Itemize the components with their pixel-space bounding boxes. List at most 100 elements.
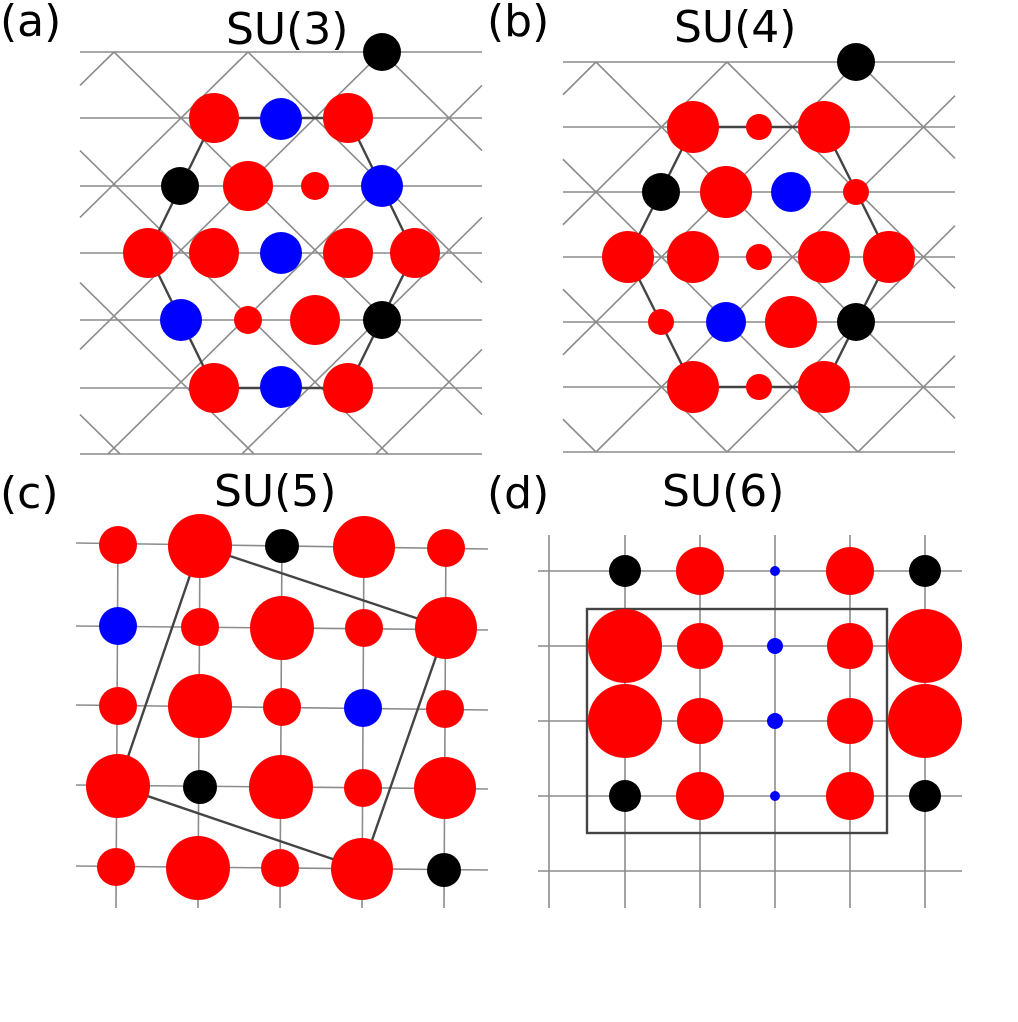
red-site-marker [86, 754, 150, 818]
unit-cell-rectangle [585, 607, 889, 835]
red-site-marker [677, 623, 723, 669]
red-site-marker [843, 179, 869, 205]
red-site-marker [415, 597, 477, 659]
red-site-marker [888, 609, 962, 683]
blue-site-marker [770, 566, 780, 576]
panel-c: (c) SU(5) [0, 466, 489, 909]
grid-line [107, 84, 483, 455]
red-site-marker [676, 547, 724, 595]
grid-line [562, 61, 597, 96]
red-site-marker [667, 231, 719, 283]
grid-line [562, 288, 728, 453]
triangular-grid [562, 61, 956, 453]
red-site-marker [798, 361, 850, 413]
red-site-marker [588, 609, 662, 683]
blue-site-marker [767, 638, 783, 654]
red-site-marker [746, 244, 772, 270]
grid-line [79, 51, 249, 219]
panel-tag: (a) [0, 0, 61, 47]
site-markers [602, 43, 915, 413]
red-site-marker [588, 684, 662, 758]
blue-site-marker [361, 165, 403, 207]
site-markers [86, 514, 477, 900]
red-site-marker [97, 848, 135, 886]
grid-line [857, 355, 956, 453]
blue-site-marker [706, 302, 746, 342]
black-site-marker [837, 43, 875, 81]
red-site-marker [798, 101, 850, 153]
blue-site-marker [767, 713, 783, 729]
blue-site-marker [344, 689, 382, 727]
red-site-marker [648, 309, 674, 335]
panel-tag: (d) [487, 468, 549, 519]
grid-line [241, 216, 483, 455]
blue-site-marker [770, 791, 780, 801]
grid-line [247, 51, 483, 284]
red-site-marker [168, 674, 232, 738]
panel-a: (a) SU(3) [0, 0, 483, 455]
grid-line [726, 225, 956, 453]
red-site-marker [677, 698, 723, 744]
red-site-marker [414, 757, 476, 819]
red-site-marker [223, 161, 273, 211]
grid-line [381, 51, 483, 152]
panel-b: (b) SU(4) [487, 0, 956, 453]
black-site-marker [837, 303, 875, 341]
red-site-marker [168, 514, 232, 578]
red-site-marker [667, 361, 719, 413]
blue-site-marker [771, 172, 811, 212]
red-site-marker [249, 755, 313, 819]
grid-line [113, 51, 483, 416]
red-site-marker [390, 228, 440, 278]
red-site-marker [602, 231, 654, 283]
red-site-marker [189, 93, 239, 143]
grid-line [79, 413, 121, 455]
red-site-marker [827, 623, 873, 669]
red-site-marker [301, 172, 329, 200]
red-site-marker [99, 687, 137, 725]
black-site-marker [363, 301, 401, 339]
red-site-marker [798, 231, 850, 283]
red-site-marker [99, 526, 137, 564]
red-site-marker [166, 836, 230, 900]
black-site-marker [642, 173, 680, 211]
red-site-marker [863, 231, 915, 283]
red-site-marker [746, 114, 772, 140]
blue-site-marker [260, 366, 302, 408]
red-site-marker [333, 516, 395, 578]
red-site-marker [189, 363, 239, 413]
red-site-marker [323, 363, 373, 413]
black-site-marker [909, 555, 941, 587]
blue-site-marker [260, 98, 302, 140]
black-site-marker [183, 770, 217, 804]
red-site-marker [290, 295, 340, 345]
red-site-marker [331, 838, 393, 900]
red-site-marker [426, 690, 464, 728]
red-site-marker [189, 228, 239, 278]
red-site-marker [826, 772, 874, 820]
red-site-marker [123, 228, 173, 278]
red-site-marker [261, 849, 299, 887]
red-site-marker [765, 296, 817, 348]
red-site-marker [826, 547, 874, 595]
red-site-marker [181, 608, 219, 646]
black-site-marker [161, 167, 199, 205]
grid-line [79, 281, 255, 455]
red-site-marker [888, 684, 962, 758]
grid-line [375, 348, 483, 455]
black-site-marker [363, 33, 401, 71]
red-site-marker [323, 228, 373, 278]
black-site-marker [427, 853, 461, 887]
red-site-marker [234, 306, 262, 334]
grid-line [857, 61, 956, 159]
black-site-marker [609, 555, 641, 587]
panel-tag: (b) [487, 0, 549, 47]
red-site-marker [676, 772, 724, 820]
red-site-marker [667, 101, 719, 153]
red-site-marker [345, 609, 383, 647]
grid-line [562, 61, 728, 226]
panel-title: SU(3) [226, 4, 348, 55]
black-site-marker [909, 780, 941, 812]
red-site-marker [250, 596, 314, 660]
